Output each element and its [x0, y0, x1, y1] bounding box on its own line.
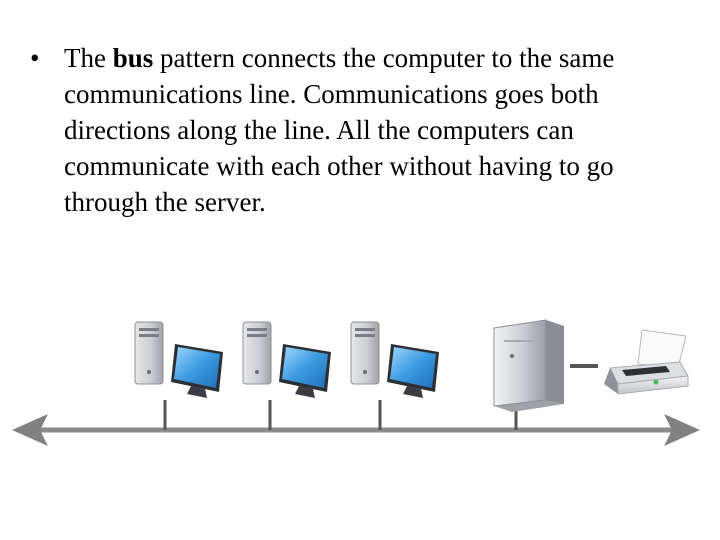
bullet-marker: • — [30, 43, 40, 73]
bus-connectors — [163, 400, 518, 430]
server-icon — [493, 319, 564, 412]
left-arrowhead — [12, 414, 48, 446]
bullet-text-post: pattern connects the computer to the sam… — [64, 43, 615, 217]
bus-network-diagram — [12, 319, 700, 446]
workstation-2-icon — [242, 321, 331, 398]
right-arrowhead — [664, 414, 700, 446]
bus-line — [12, 414, 700, 446]
bullet-text-pre: The — [64, 43, 113, 73]
bullet-text: The bus pattern connects the computer to… — [64, 40, 674, 220]
workstation-1-icon — [134, 321, 223, 398]
workstation-3-icon — [350, 321, 439, 398]
bullet-keyword-bus: bus — [112, 43, 154, 73]
printer-icon — [604, 329, 689, 395]
